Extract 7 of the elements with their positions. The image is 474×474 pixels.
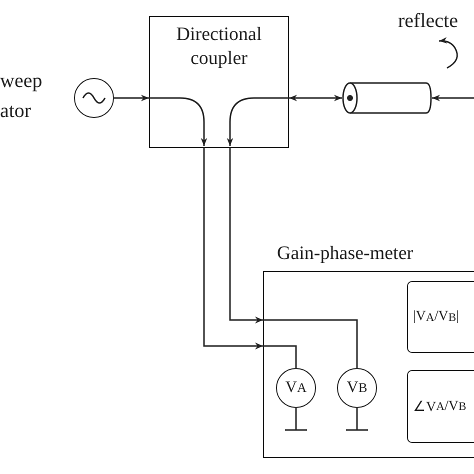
coupler-box <box>149 16 289 148</box>
coupler-title: Directional coupler <box>175 23 263 71</box>
cable-cylinder <box>342 83 432 113</box>
signal-source-circle <box>74 78 114 118</box>
reflected-label: reflecte <box>398 10 458 33</box>
meter-title: Gain-phase-meter <box>277 243 414 265</box>
generator-label: weep ator <box>0 69 44 124</box>
